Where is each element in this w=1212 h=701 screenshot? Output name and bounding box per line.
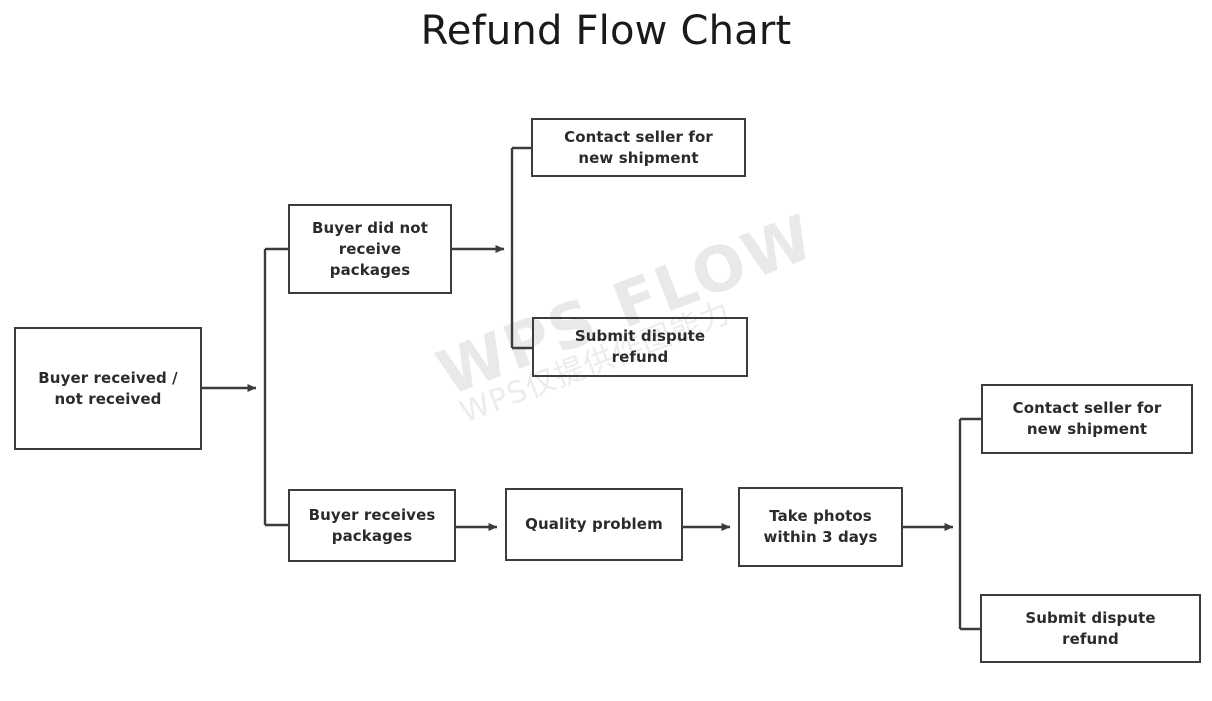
page-title: Refund Flow Chart [420, 8, 792, 54]
node-label: Contact seller for new shipment [564, 127, 713, 167]
node-label: Buyer received / not received [38, 368, 178, 408]
node-contact-seller-for-new-shipment-1[interactable]: Contact seller for new shipment [531, 118, 746, 177]
node-buyer-did-not-receive-packages[interactable]: Buyer did not receive packages [288, 204, 452, 294]
node-contact-seller-for-new-shipment-2[interactable]: Contact seller for new shipment [981, 384, 1193, 454]
node-quality-problem[interactable]: Quality problem [505, 488, 683, 561]
node-submit-dispute-refund-1[interactable]: Submit dispute refund [532, 317, 748, 377]
node-label: Contact seller for new shipment [1012, 399, 1162, 438]
node-take-photos-within-3-days[interactable]: Take photos within 3 days [738, 487, 903, 567]
edge-start-to-split [202, 247, 288, 527]
node-label: Buyer receives packages [308, 505, 436, 545]
node-buyer-received-or-not[interactable]: Buyer received / not received [14, 327, 202, 450]
node-label: Submit dispute refund [1025, 608, 1156, 648]
node-label: Quality problem [525, 515, 663, 533]
edge-photos-to-split [903, 417, 981, 631]
node-submit-dispute-refund-2[interactable]: Submit dispute refund [980, 594, 1201, 663]
edge-notreceived-to-split [452, 146, 532, 350]
node-label: Submit dispute refund [574, 327, 706, 366]
node-label: Take photos within 3 days [763, 507, 878, 546]
node-buyer-receives-packages[interactable]: Buyer receives packages [288, 489, 456, 562]
node-label: Buyer did not receive packages [312, 218, 428, 279]
